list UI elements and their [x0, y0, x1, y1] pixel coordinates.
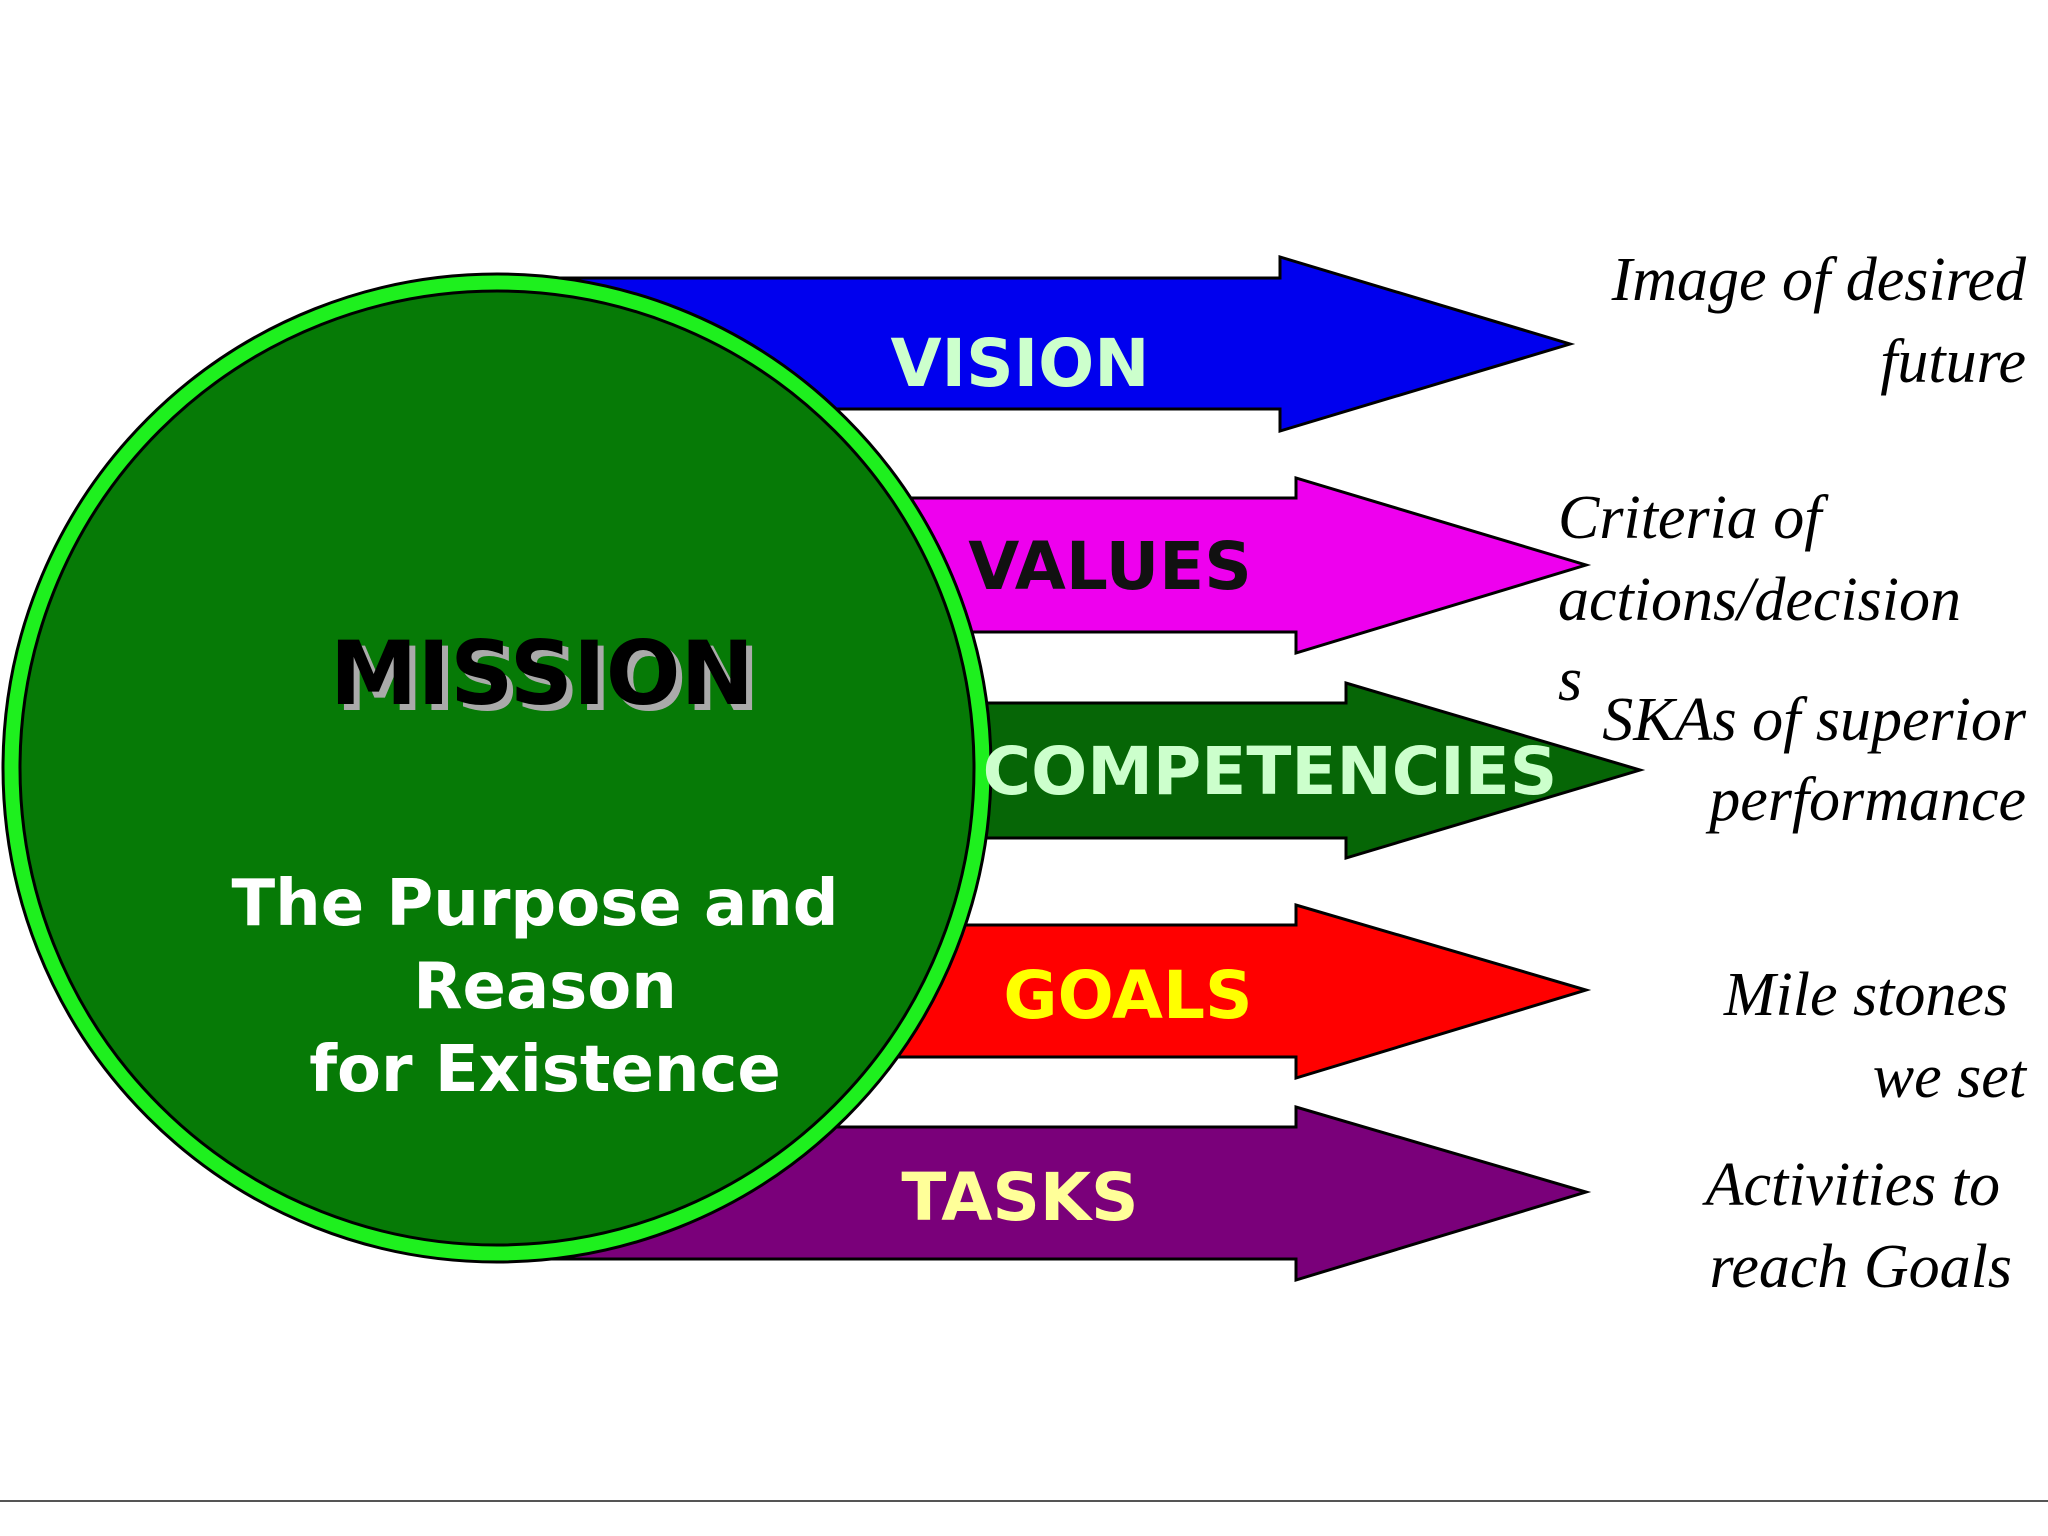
mission-subtitle-line-1: The Purpose and — [231, 867, 838, 941]
competencies-description-line-2: performance — [1705, 766, 2026, 834]
values-description-line-1: Criteria of — [1558, 484, 1829, 552]
vision-label: VISION — [890, 325, 1149, 402]
tasks-description-line-2: reach Goals — [1710, 1233, 2013, 1301]
goals-label: GOALS — [1003, 957, 1252, 1034]
values-description-line-3: s — [1558, 646, 1582, 714]
competencies-label: COMPETENCIES — [983, 733, 1558, 810]
values-label: VALUES — [968, 528, 1252, 605]
mission-title: MISSION — [330, 622, 754, 725]
tasks-description-line-1: Activities to — [1702, 1151, 2000, 1219]
mission-disc — [18, 289, 976, 1247]
values-description-line-2: actions/decision — [1558, 566, 1961, 634]
competencies-description-line-1: SKAs of superior — [1602, 686, 2027, 754]
goals-description-line-2: we set — [1873, 1043, 2028, 1111]
tasks-label: TASKS — [901, 1159, 1138, 1236]
mission-subtitle-line-2: Reason — [413, 950, 677, 1024]
goals-description-line-1: Mile stones — [1723, 961, 2008, 1029]
vision-description-line-2: future — [1880, 328, 2026, 396]
vision-description-line-1: Image of desired — [1611, 246, 2027, 314]
mission-circle — [1, 272, 993, 1264]
bottom-divider — [0, 1500, 2048, 1502]
mission-subtitle-line-3: for Existence — [309, 1033, 781, 1107]
mission-title-shadow: MISSION — [336, 628, 760, 731]
